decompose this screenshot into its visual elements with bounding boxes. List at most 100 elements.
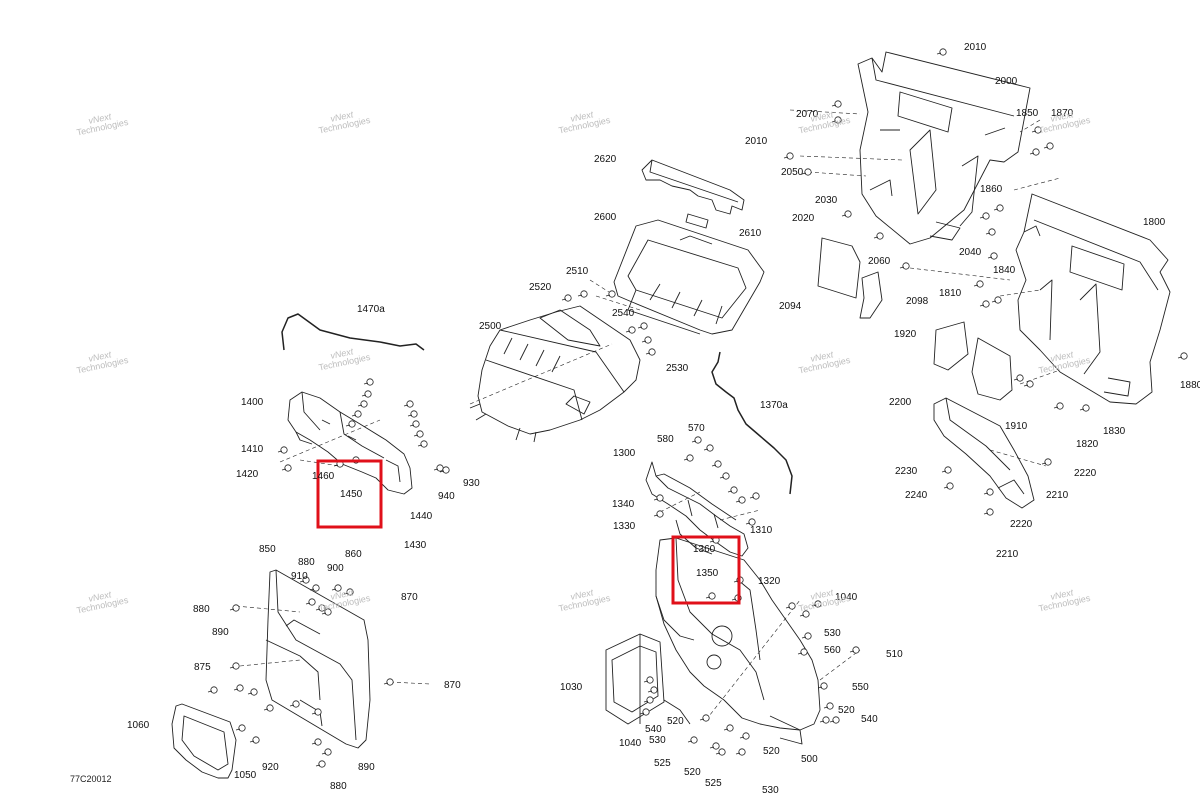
fastener-icon bbox=[348, 420, 356, 428]
fastener-icon bbox=[748, 518, 756, 526]
fastener-shank bbox=[687, 740, 693, 743]
fastener-icon bbox=[996, 204, 1004, 212]
part-label: 1370a bbox=[760, 400, 788, 411]
fastener-shank bbox=[249, 740, 255, 743]
fastener-shank bbox=[207, 690, 213, 693]
fastener-shank bbox=[991, 300, 997, 303]
fastener-shank bbox=[1079, 408, 1085, 411]
fastener-shank bbox=[735, 500, 741, 503]
fastener-icon bbox=[834, 100, 842, 108]
part-label: 2220 bbox=[1074, 468, 1097, 479]
part-label: 2010 bbox=[964, 42, 987, 53]
fastener-shank bbox=[979, 216, 985, 219]
fastener-shank bbox=[727, 490, 733, 493]
part-label: 880 bbox=[193, 604, 210, 615]
part-label: 2010 bbox=[745, 136, 768, 147]
fastener-icon bbox=[939, 48, 947, 56]
fastener-shank bbox=[641, 340, 647, 343]
fastener-icon bbox=[656, 510, 664, 518]
part-label: 1040 bbox=[835, 592, 858, 603]
part-label: 2230 bbox=[895, 466, 918, 477]
fastener-icon bbox=[1056, 402, 1064, 410]
part-label: 1830 bbox=[1103, 426, 1126, 437]
fastener-icon bbox=[280, 446, 288, 454]
fastener-shank bbox=[731, 598, 737, 601]
part-label: 2020 bbox=[792, 213, 815, 224]
fastener-shank bbox=[1177, 356, 1183, 359]
fastener-icon bbox=[318, 604, 326, 612]
figure-code: 77C20012 bbox=[70, 774, 112, 784]
part-label: 520 bbox=[838, 705, 855, 716]
fastener-icon bbox=[708, 592, 716, 600]
fastener-icon bbox=[982, 300, 990, 308]
fastener-icon bbox=[800, 648, 808, 656]
fastener-icon bbox=[786, 152, 794, 160]
part-label: 2500 bbox=[479, 321, 502, 332]
fastener-icon bbox=[292, 700, 300, 708]
part-label: 2098 bbox=[906, 296, 929, 307]
frame-500 bbox=[605, 537, 821, 745]
fastener-icon bbox=[312, 584, 320, 592]
fastener-shank bbox=[315, 608, 321, 611]
fastener-shank bbox=[1031, 130, 1037, 133]
fastener-shank bbox=[403, 404, 409, 407]
fastener-icon bbox=[236, 684, 244, 692]
part-label: 2040 bbox=[959, 247, 982, 258]
fastener-shank bbox=[361, 394, 367, 397]
fastener-shank bbox=[831, 120, 837, 123]
fastener-shank bbox=[305, 602, 311, 605]
fastener-shank bbox=[711, 464, 717, 467]
fastener-icon bbox=[412, 420, 420, 428]
part-label: 2200 bbox=[889, 397, 912, 408]
part-label: 1360 bbox=[693, 544, 716, 555]
fastener-shank bbox=[277, 450, 283, 453]
part-label: 2540 bbox=[612, 308, 635, 319]
fastener-icon bbox=[232, 604, 240, 612]
fastener-shank bbox=[817, 686, 823, 689]
fastener-shank bbox=[705, 596, 711, 599]
fastener-icon bbox=[702, 714, 710, 722]
part-label: 520 bbox=[684, 767, 701, 778]
part-label: 910 bbox=[291, 571, 308, 582]
fastener-shank bbox=[979, 304, 985, 307]
fastener-icon bbox=[628, 326, 636, 334]
part-label: 2094 bbox=[779, 301, 802, 312]
fastener-icon bbox=[1034, 126, 1042, 134]
part-label: 2520 bbox=[529, 282, 552, 293]
part-label: 2210 bbox=[1046, 490, 1069, 501]
fastener-icon bbox=[822, 716, 830, 724]
fastener-icon bbox=[722, 472, 730, 480]
fastener-shank bbox=[1013, 378, 1019, 381]
fastener-icon bbox=[608, 290, 616, 298]
part-label: 2210 bbox=[996, 549, 1019, 560]
part-label: 2000 bbox=[995, 76, 1018, 87]
highlight-box-1350 bbox=[671, 535, 741, 605]
fastener-shank bbox=[691, 440, 697, 443]
part-label: 1310 bbox=[750, 525, 773, 536]
fastener-icon bbox=[1180, 352, 1188, 360]
fastener-shank bbox=[289, 704, 295, 707]
part-label: 860 bbox=[345, 549, 362, 560]
part-label: 540 bbox=[861, 714, 878, 725]
fastener-shank bbox=[829, 720, 835, 723]
fastener-shank bbox=[823, 706, 829, 709]
part-label: 1800 bbox=[1143, 217, 1166, 228]
part-label: 1810 bbox=[939, 288, 962, 299]
fastener-icon bbox=[564, 294, 572, 302]
fastener-shank bbox=[311, 742, 317, 745]
fastener-icon bbox=[738, 748, 746, 756]
panel-850 bbox=[265, 569, 371, 749]
plate-1910 bbox=[971, 337, 1013, 401]
part-label: 1450 bbox=[340, 489, 363, 500]
fastener-shank bbox=[849, 650, 855, 653]
part-label: 2060 bbox=[868, 256, 891, 267]
part-label: 2030 bbox=[815, 195, 838, 206]
part-label: 875 bbox=[194, 662, 211, 673]
fastener-icon bbox=[1044, 458, 1052, 466]
fastener-shank bbox=[811, 604, 817, 607]
fastener-icon bbox=[714, 460, 722, 468]
part-label: 890 bbox=[358, 762, 375, 773]
fastener-shank bbox=[333, 464, 339, 467]
fastener-shank bbox=[735, 752, 741, 755]
part-label: 2050 bbox=[781, 167, 804, 178]
